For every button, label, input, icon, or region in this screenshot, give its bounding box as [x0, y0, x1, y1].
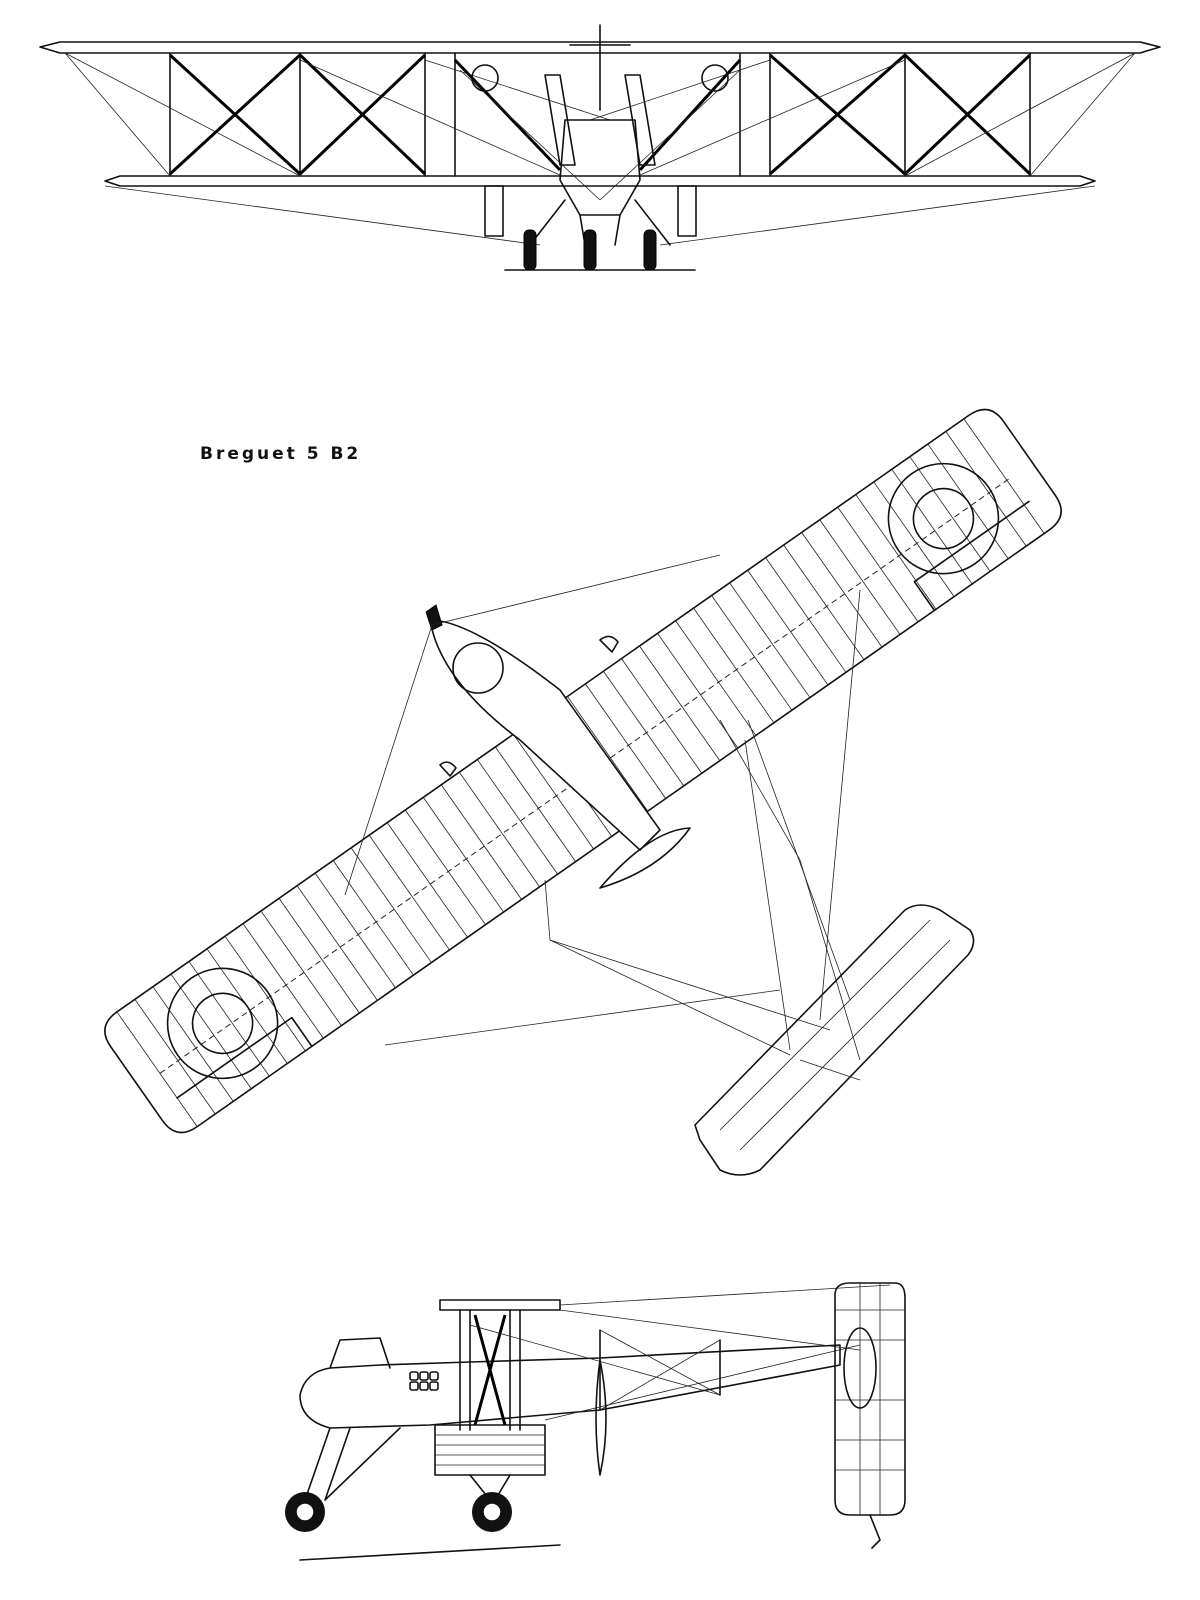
wing-rib	[513, 734, 594, 850]
plan-rigging	[344, 554, 861, 1046]
side-rigging	[469, 1284, 891, 1421]
plan-tail-booms	[544, 719, 861, 1061]
front-engine-right	[701, 64, 729, 92]
wing-rib	[639, 645, 721, 761]
front-radiators	[544, 74, 656, 166]
wing-rib	[585, 683, 667, 799]
wing-rib	[747, 570, 829, 686]
wing-rib	[909, 456, 991, 572]
wing-rib	[404, 809, 486, 925]
wing-rib	[260, 910, 342, 1026]
side-tail-skid	[869, 1514, 881, 1549]
wing-rib	[350, 847, 432, 963]
side-wheels	[285, 1492, 512, 1532]
wing-rib	[837, 506, 919, 623]
front-upper-wing	[39, 41, 1161, 54]
plan-roundel-right	[887, 462, 1000, 575]
wing-rib	[819, 519, 901, 635]
wing-rib	[188, 961, 270, 1077]
wing-rib	[224, 935, 306, 1052]
wing-rib	[368, 835, 450, 951]
plan-gun	[425, 604, 443, 631]
plan-canard	[599, 827, 691, 889]
side-undercarriage	[299, 1427, 561, 1561]
wing-rib	[855, 494, 937, 610]
wing-rib	[801, 532, 883, 648]
plan-nacelles	[439, 635, 619, 777]
wing-rib	[945, 431, 1027, 547]
front-propeller	[569, 24, 631, 111]
wing-rib	[621, 658, 703, 774]
side-tail-ribs	[835, 1283, 905, 1515]
plan-roundel-left	[166, 967, 279, 1080]
side-radiator-lines	[435, 1434, 545, 1466]
front-view	[39, 24, 1161, 271]
wing-rib	[476, 759, 558, 875]
wing-rib	[440, 784, 522, 900]
side-fin-rudder	[834, 1282, 906, 1516]
wing-rib	[242, 923, 324, 1039]
side-struts	[459, 1309, 721, 1431]
wing-rib	[152, 986, 234, 1102]
front-wheels	[523, 229, 657, 271]
side-bracing	[473, 1314, 507, 1426]
wing-rib	[783, 544, 865, 660]
wing-rib	[116, 1011, 198, 1127]
wing-rib	[873, 481, 955, 597]
plan-tail-ribs	[719, 919, 951, 1151]
wing-rib	[711, 595, 793, 711]
wing-rib	[386, 822, 468, 938]
wing-rib	[422, 797, 504, 913]
wing-rib	[963, 418, 1045, 534]
wing-rib	[657, 633, 739, 749]
front-interplane-struts	[169, 52, 1031, 177]
wing-rib	[891, 469, 973, 585]
wing-rib	[603, 670, 685, 787]
side-windows	[409, 1371, 439, 1391]
side-lower-wing-block	[434, 1424, 546, 1476]
front-bracing-cross	[168, 53, 1032, 176]
wing-rib	[765, 557, 847, 673]
front-lower-wing	[104, 175, 1096, 187]
wing-rib	[278, 898, 360, 1014]
side-view	[285, 1282, 906, 1561]
wing-rib	[729, 582, 811, 698]
wing-rib	[693, 607, 775, 724]
plan-tailplane	[694, 904, 975, 1176]
side-fuselage	[299, 1344, 841, 1429]
wing-rib	[332, 860, 414, 976]
wing-rib	[495, 746, 576, 862]
wing-rib	[170, 973, 252, 1089]
front-fuselage	[559, 119, 641, 216]
wing-rib	[458, 771, 540, 888]
side-propeller	[595, 1359, 607, 1476]
wing-rib	[567, 696, 649, 812]
side-cockpit	[329, 1337, 391, 1369]
wing-rib	[134, 999, 216, 1115]
plan-view	[104, 408, 1062, 1176]
wing-rib	[314, 872, 396, 989]
plan-gunner-ring	[452, 642, 504, 694]
wing-rib	[675, 620, 757, 736]
aircraft-title: Breguet 5 B2	[200, 444, 362, 464]
front-undercarriage	[484, 185, 697, 271]
side-upper-wing	[439, 1299, 561, 1311]
front-engine-left	[471, 64, 499, 92]
wing-rib	[296, 885, 378, 1001]
